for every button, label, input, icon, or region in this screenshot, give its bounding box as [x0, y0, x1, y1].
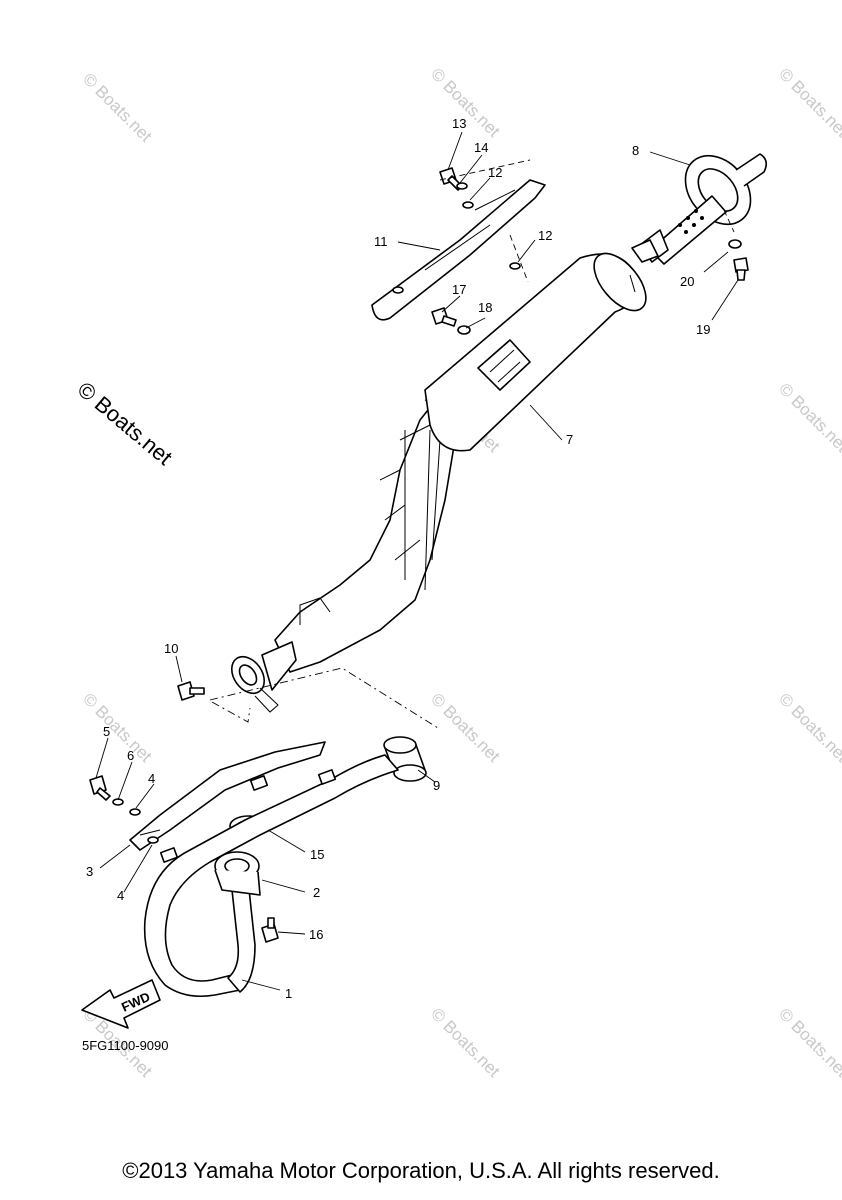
watermark: © Boats.net — [79, 689, 156, 766]
watermark: © Boats.net — [427, 1004, 504, 1081]
callout-number: 1 — [285, 986, 292, 1001]
callout-number: 15 — [310, 847, 324, 862]
callout-number: 10 — [164, 641, 178, 656]
callout-number: 13 — [452, 116, 466, 131]
watermark: © Boats.net — [427, 689, 504, 766]
callout-number: 17 — [452, 282, 466, 297]
copyright-notice: ©2013 Yamaha Motor Corporation, U.S.A. A… — [122, 1158, 720, 1183]
callout-number: 8 — [632, 143, 639, 158]
callout-number: 16 — [309, 927, 323, 942]
bracket-11-illustration — [371, 179, 546, 321]
watermark: © Boats.net — [79, 69, 156, 146]
spark-arrester-illustration — [631, 153, 768, 265]
watermark-large: © Boats.net — [73, 377, 177, 470]
watermark: © Boats.net — [775, 64, 842, 141]
callout-number: 9 — [433, 778, 440, 793]
leader-lines — [95, 131, 739, 991]
callout-number: 20 — [680, 274, 694, 289]
callout-number: 12 — [488, 165, 502, 180]
exhaust-pipe-1-illustration — [143, 754, 399, 998]
callout-number: 11 — [374, 234, 388, 249]
callout-number: 14 — [474, 140, 488, 155]
callout-number: 3 — [86, 864, 93, 879]
exhaust-parts-diagram: © Boats.net © Boats.net © Boats.net © Bo… — [73, 64, 842, 1081]
callout-numbers: 1 2 3 4 4 5 6 7 8 9 10 11 12 12 13 14 15… — [86, 116, 710, 1001]
callout-number: 19 — [696, 322, 710, 337]
protector-3-illustration — [129, 741, 326, 851]
watermark: © Boats.net — [775, 379, 842, 456]
watermark: © Boats.net — [775, 689, 842, 766]
watermark: © Boats.net — [775, 1004, 842, 1081]
callout-number: 4 — [117, 888, 124, 903]
callout-number: 6 — [127, 748, 134, 763]
muffler-assembly-illustration — [230, 252, 647, 713]
alignment-lines — [209, 159, 735, 729]
joint-pipe-9-illustration — [383, 736, 427, 782]
callout-number: 5 — [103, 724, 110, 739]
callout-number: 4 — [148, 771, 155, 786]
callout-number: 2 — [313, 885, 320, 900]
hardware-illustrations — [89, 167, 749, 943]
callout-number: 18 — [478, 300, 492, 315]
callout-number: 7 — [566, 432, 573, 447]
callout-number: 12 — [538, 228, 552, 243]
diagram-code: 5FG1100-9090 — [82, 1038, 169, 1053]
